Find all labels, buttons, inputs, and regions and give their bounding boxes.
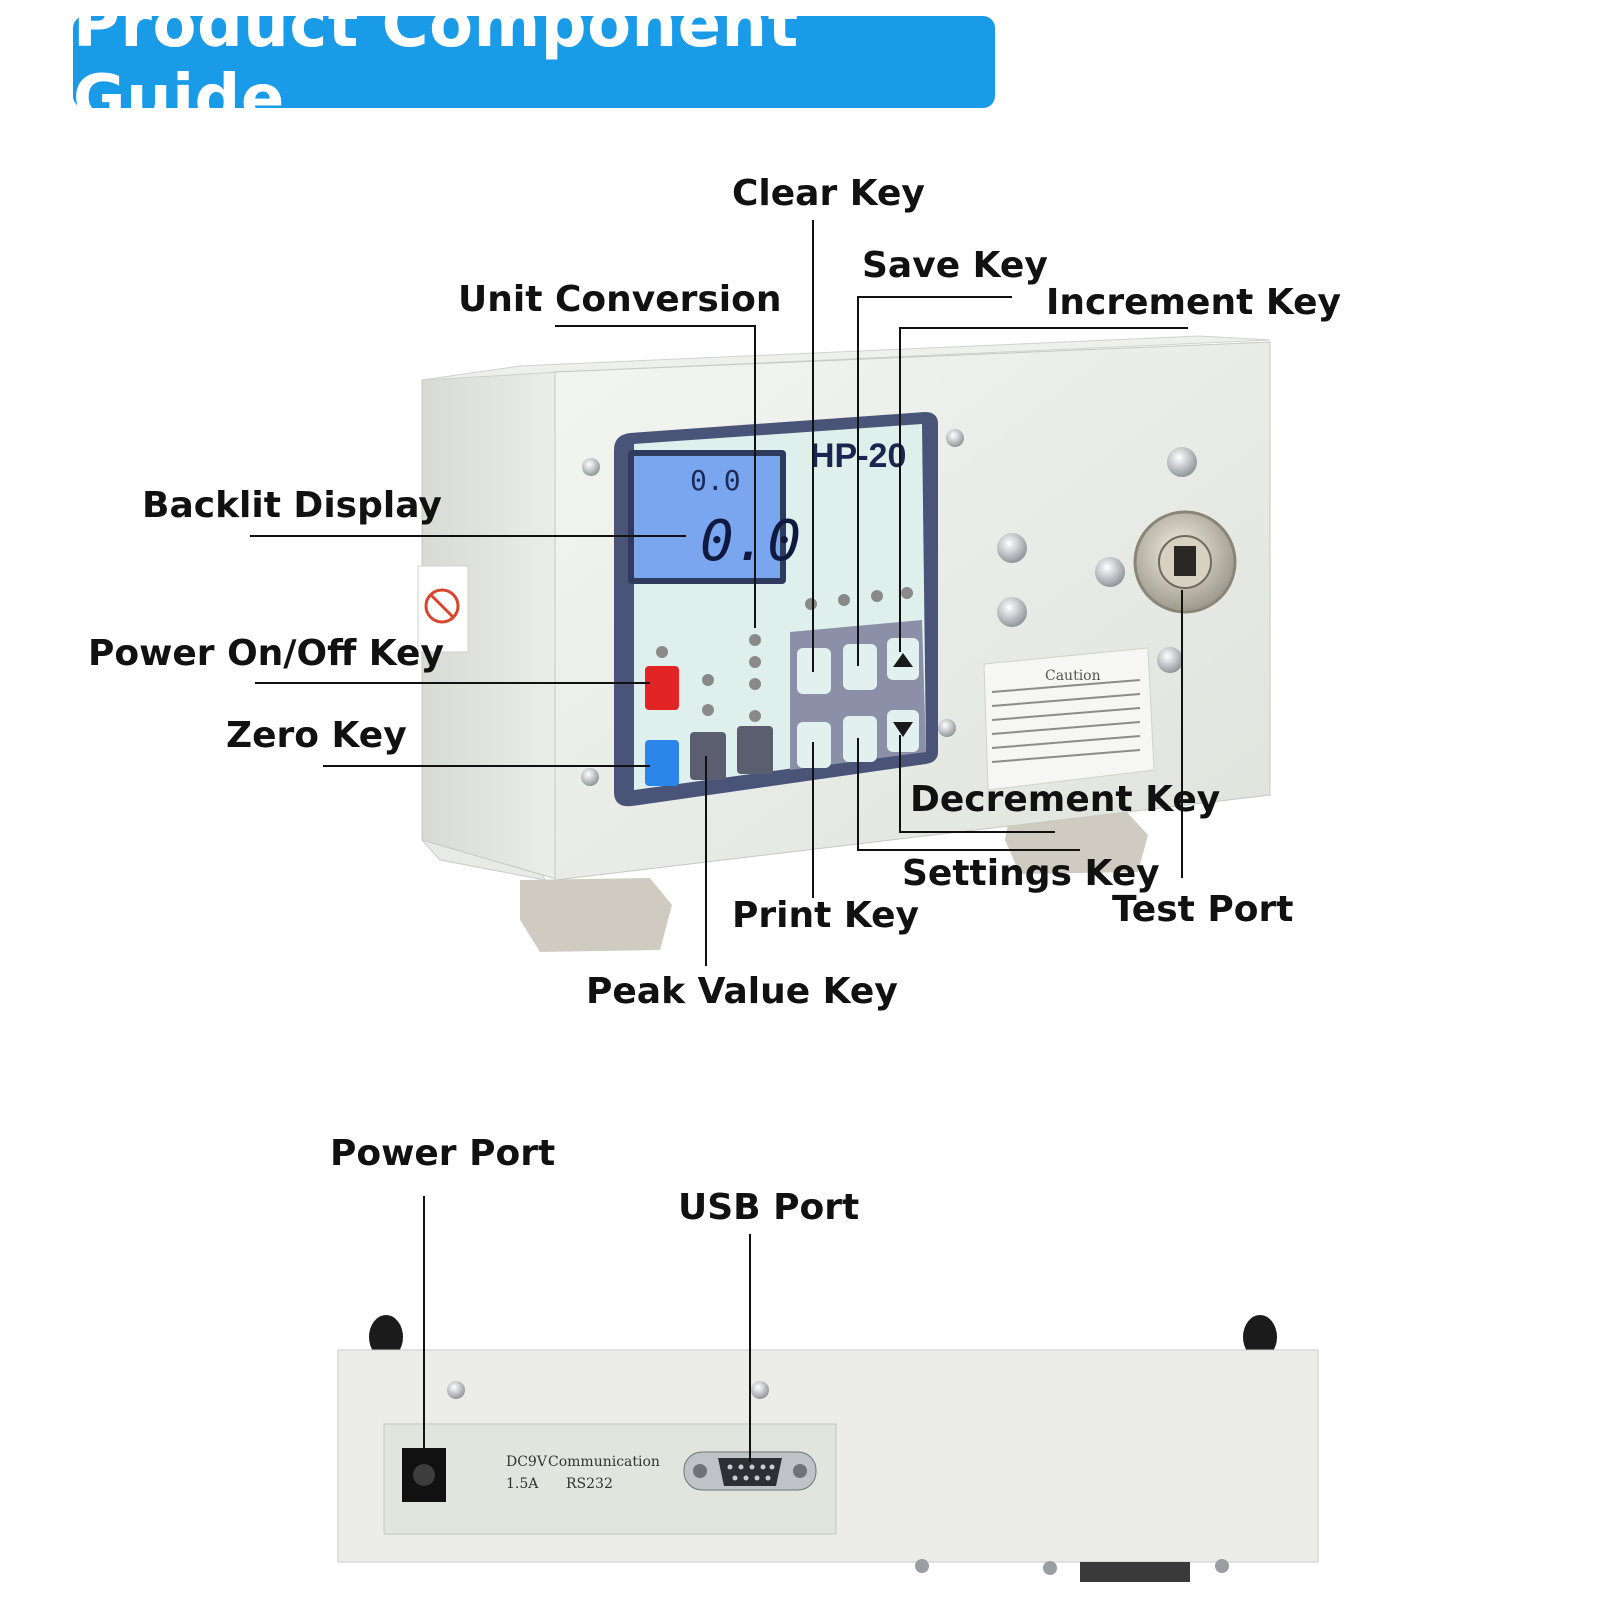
knob-icon — [1095, 557, 1125, 587]
rear-device: DC9V 1.5A Communication RS232 — [337, 1315, 1319, 1582]
indicator-led — [702, 674, 714, 686]
indicator-led — [702, 704, 714, 716]
indicator-led — [749, 634, 761, 646]
settings-key-label: Settings Key — [902, 853, 1160, 894]
peak-value-key-label: Peak Value Key — [586, 971, 898, 1012]
caution-text-lines — [991, 679, 1141, 763]
knob-icon — [997, 597, 1027, 627]
indicator-led — [901, 587, 913, 599]
caution-title: Caution — [1045, 668, 1101, 684]
screw-icon — [751, 1381, 769, 1399]
svg-text:DC9V: DC9V — [506, 1454, 548, 1470]
decrement-key-label: Decrement Key — [910, 779, 1221, 820]
clear-key-label: Clear Key — [732, 173, 925, 214]
front-foot-left — [520, 878, 672, 952]
screw-icon — [447, 1381, 465, 1399]
indicator-led — [871, 590, 883, 602]
lcd-main-value: 0.0 — [700, 509, 801, 574]
usb-port-label: USB Port — [678, 1187, 860, 1228]
save-key-label: Save Key — [862, 245, 1048, 286]
usb-port[interactable] — [718, 1458, 782, 1486]
power-port-label: Power Port — [330, 1133, 556, 1174]
chuck-socket-icon — [1174, 546, 1196, 576]
power-key[interactable] — [645, 666, 679, 710]
power-key-label: Power On/Off Key — [88, 633, 444, 674]
knob-icon — [997, 533, 1027, 563]
screw-icon — [938, 719, 956, 737]
print-key-label: Print Key — [732, 895, 919, 936]
rubber-foot-icon — [369, 1315, 403, 1359]
increment-key-label: Increment Key — [1046, 282, 1341, 323]
backlit-display-label: Backlit Display — [142, 485, 442, 526]
knob-icon — [1167, 447, 1197, 477]
zero-key-label: Zero Key — [226, 715, 407, 756]
indicator-led — [749, 678, 761, 690]
test-port-label: Test Port — [1112, 889, 1294, 930]
rubber-foot-icon — [1243, 1315, 1277, 1359]
warning-icon — [424, 588, 460, 624]
svg-text:1.5A: 1.5A — [506, 1476, 539, 1492]
indicator-led — [838, 594, 850, 606]
knob-icon — [1157, 647, 1183, 673]
indicator-led — [805, 598, 817, 610]
up-arrow-icon — [893, 653, 913, 667]
screw-icon — [946, 429, 964, 447]
screw-icon — [581, 768, 599, 786]
indicator-led — [749, 710, 761, 722]
leader-lines-rear — [423, 1196, 751, 1462]
bottom-connector — [1080, 1562, 1190, 1582]
unit-conversion-label: Unit Conversion — [458, 279, 782, 320]
save-key[interactable] — [843, 644, 877, 690]
zero-key[interactable] — [645, 740, 679, 786]
page-title: Product Component Guide — [73, 0, 799, 136]
svg-text:Communication: Communication — [548, 1454, 660, 1470]
indicator-led — [656, 646, 668, 658]
svg-text:RS232: RS232 — [566, 1476, 613, 1492]
title-banner: Product Component Guide — [73, 0, 995, 136]
caution-label — [983, 647, 1155, 791]
down-arrow-icon — [893, 722, 913, 737]
peak-value-key[interactable] — [690, 732, 726, 780]
settings-key[interactable] — [843, 716, 877, 762]
lcd-small-value: 0.0 — [690, 464, 741, 497]
indicator-led — [749, 656, 761, 668]
screw-icon — [582, 458, 600, 476]
housing-top — [421, 335, 1271, 381]
unit-conversion-key[interactable] — [737, 726, 773, 774]
front-device: 0.0 0.0 HP-20 — [417, 335, 1271, 952]
leader-lines — [250, 220, 1188, 966]
front-foot-right — [1005, 810, 1148, 874]
